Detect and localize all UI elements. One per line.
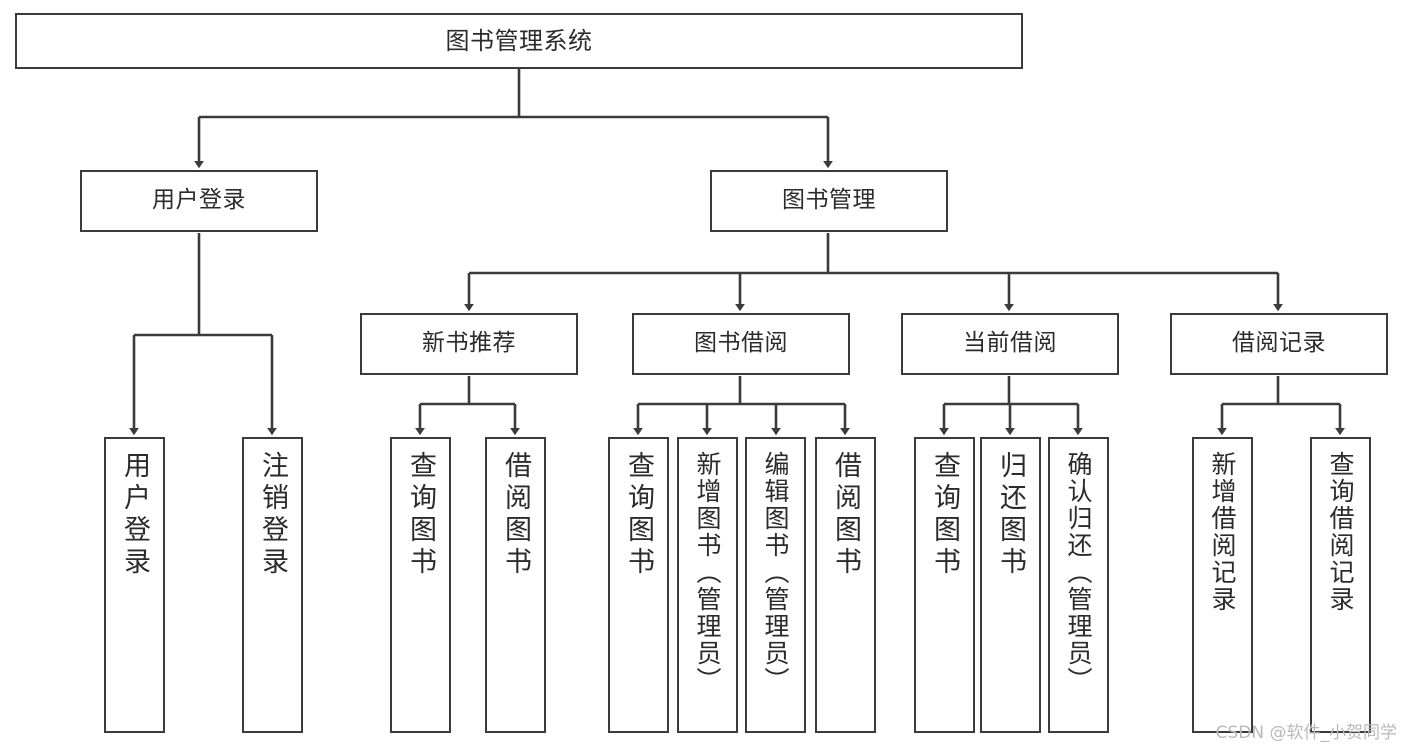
node-leaf-add-book[interactable]: 新增图书（管理员） — [677, 437, 738, 733]
node-label: 借阅图书 — [500, 451, 531, 579]
node-label: 新增借阅记录 — [1208, 451, 1237, 613]
node-user-login[interactable]: 用户登录 — [80, 170, 318, 232]
node-label: 注销登录 — [257, 451, 288, 579]
node-leaf-confirm-return[interactable]: 确认归还（管理员） — [1048, 437, 1109, 733]
csdn-watermark: CSDN @软件_小贺同学 — [1215, 723, 1397, 743]
node-label: 查询借阅记录 — [1326, 451, 1355, 613]
node-leaf-query-book-borrow[interactable]: 查询图书 — [608, 437, 669, 733]
node-current-borrow[interactable]: 当前借阅 — [901, 313, 1119, 375]
node-label: 编辑图书（管理员） — [761, 451, 790, 694]
node-label: 查询图书 — [929, 451, 960, 579]
node-leaf-add-borrow-record[interactable]: 新增借阅记录 — [1192, 437, 1253, 733]
node-root-book-management-system[interactable]: 图书管理系统 — [15, 13, 1023, 69]
node-label: 图书管理 — [782, 187, 876, 214]
node-new-book-recommend[interactable]: 新书推荐 — [360, 313, 578, 375]
node-label: 新增图书（管理员） — [693, 451, 722, 694]
node-label: 新书推荐 — [422, 330, 516, 357]
node-leaf-edit-book[interactable]: 编辑图书（管理员） — [745, 437, 806, 733]
node-leaf-query-book-recommend[interactable]: 查询图书 — [390, 437, 451, 733]
node-leaf-return-book[interactable]: 归还图书 — [980, 437, 1041, 733]
node-book-manage[interactable]: 图书管理 — [710, 170, 948, 232]
node-borrow-record[interactable]: 借阅记录 — [1170, 313, 1388, 375]
node-label: 当前借阅 — [963, 330, 1057, 357]
node-label: 用户登录 — [119, 451, 150, 579]
node-leaf-query-book-current[interactable]: 查询图书 — [914, 437, 975, 733]
node-leaf-user-login[interactable]: 用户登录 — [104, 437, 165, 733]
node-leaf-query-borrow-record[interactable]: 查询借阅记录 — [1310, 437, 1371, 733]
node-label: 借阅记录 — [1232, 330, 1326, 357]
node-leaf-logout-login[interactable]: 注销登录 — [242, 437, 303, 733]
node-book-borrow[interactable]: 图书借阅 — [632, 313, 850, 375]
node-label: 用户登录 — [152, 187, 246, 214]
node-label: 图书管理系统 — [445, 26, 593, 55]
node-label: 借阅图书 — [830, 451, 861, 579]
node-label: 归还图书 — [995, 451, 1026, 579]
node-label: 查询图书 — [405, 451, 436, 579]
node-label: 确认归还（管理员） — [1064, 451, 1093, 694]
node-leaf-borrow-book-recommend[interactable]: 借阅图书 — [485, 437, 546, 733]
node-label: 查询图书 — [623, 451, 654, 579]
node-label: 图书借阅 — [694, 330, 788, 357]
node-leaf-borrow-book[interactable]: 借阅图书 — [815, 437, 876, 733]
